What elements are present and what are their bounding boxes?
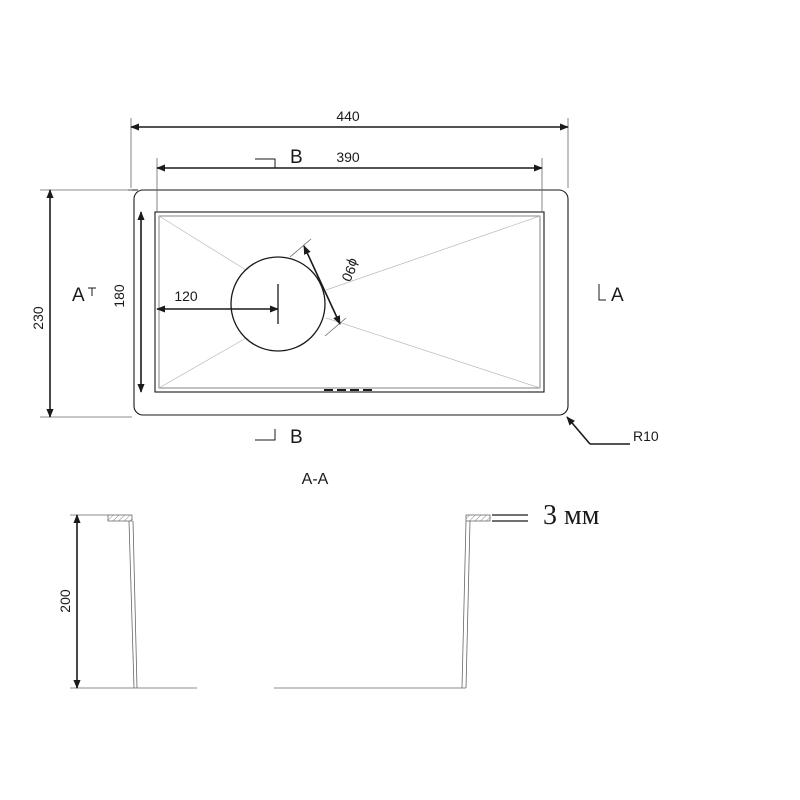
dimension-inner-depth: 180: [111, 211, 145, 393]
section-marker-b-top: B: [255, 147, 303, 168]
section-aa-title: A-A: [302, 471, 329, 488]
dim-440-label: 440: [336, 108, 360, 124]
dim-180-label: 180: [111, 284, 127, 308]
sink-outer-rim: [133, 189, 569, 416]
dim-390-label: 390: [336, 149, 360, 165]
section-a-left-label: A: [72, 285, 85, 306]
left-flange-hatched: [107, 514, 133, 522]
dimension-inner-width: 390: [156, 149, 543, 212]
section-a-right-label: A: [611, 285, 624, 306]
right-flange-hatched: [465, 514, 491, 522]
dimension-drain-diameter: ϕ90: [289, 238, 363, 337]
dimension-bowl-height: 200: [57, 514, 134, 689]
bowl-outline-inner: [158, 215, 541, 389]
dim-r10-label: R10: [633, 428, 659, 444]
dimension-overall-depth: 230: [30, 189, 132, 418]
section-view: 3 мм: [107, 500, 600, 689]
bowl-outline-outer: [154, 211, 545, 393]
dimension-overall-width: 440: [130, 108, 569, 188]
dimension-corner-radius: R10: [566, 416, 659, 445]
bowl-slope-lines: [158, 215, 541, 389]
section-b-bottom-label: B: [290, 427, 303, 448]
section-marker-b-bottom: B: [255, 427, 303, 448]
thickness-label: 3 мм: [543, 500, 600, 531]
dim-230-label: 230: [30, 306, 46, 330]
section-marker-a-right: A: [598, 284, 624, 306]
dimension-drain-offset: 120: [156, 288, 279, 313]
section-b-top-label: B: [290, 147, 303, 168]
dim-diameter-label: ϕ90: [338, 256, 362, 284]
dim-120-label: 120: [174, 288, 198, 304]
section-marker-a-left: A: [72, 285, 96, 306]
dim-200-label: 200: [57, 589, 73, 613]
